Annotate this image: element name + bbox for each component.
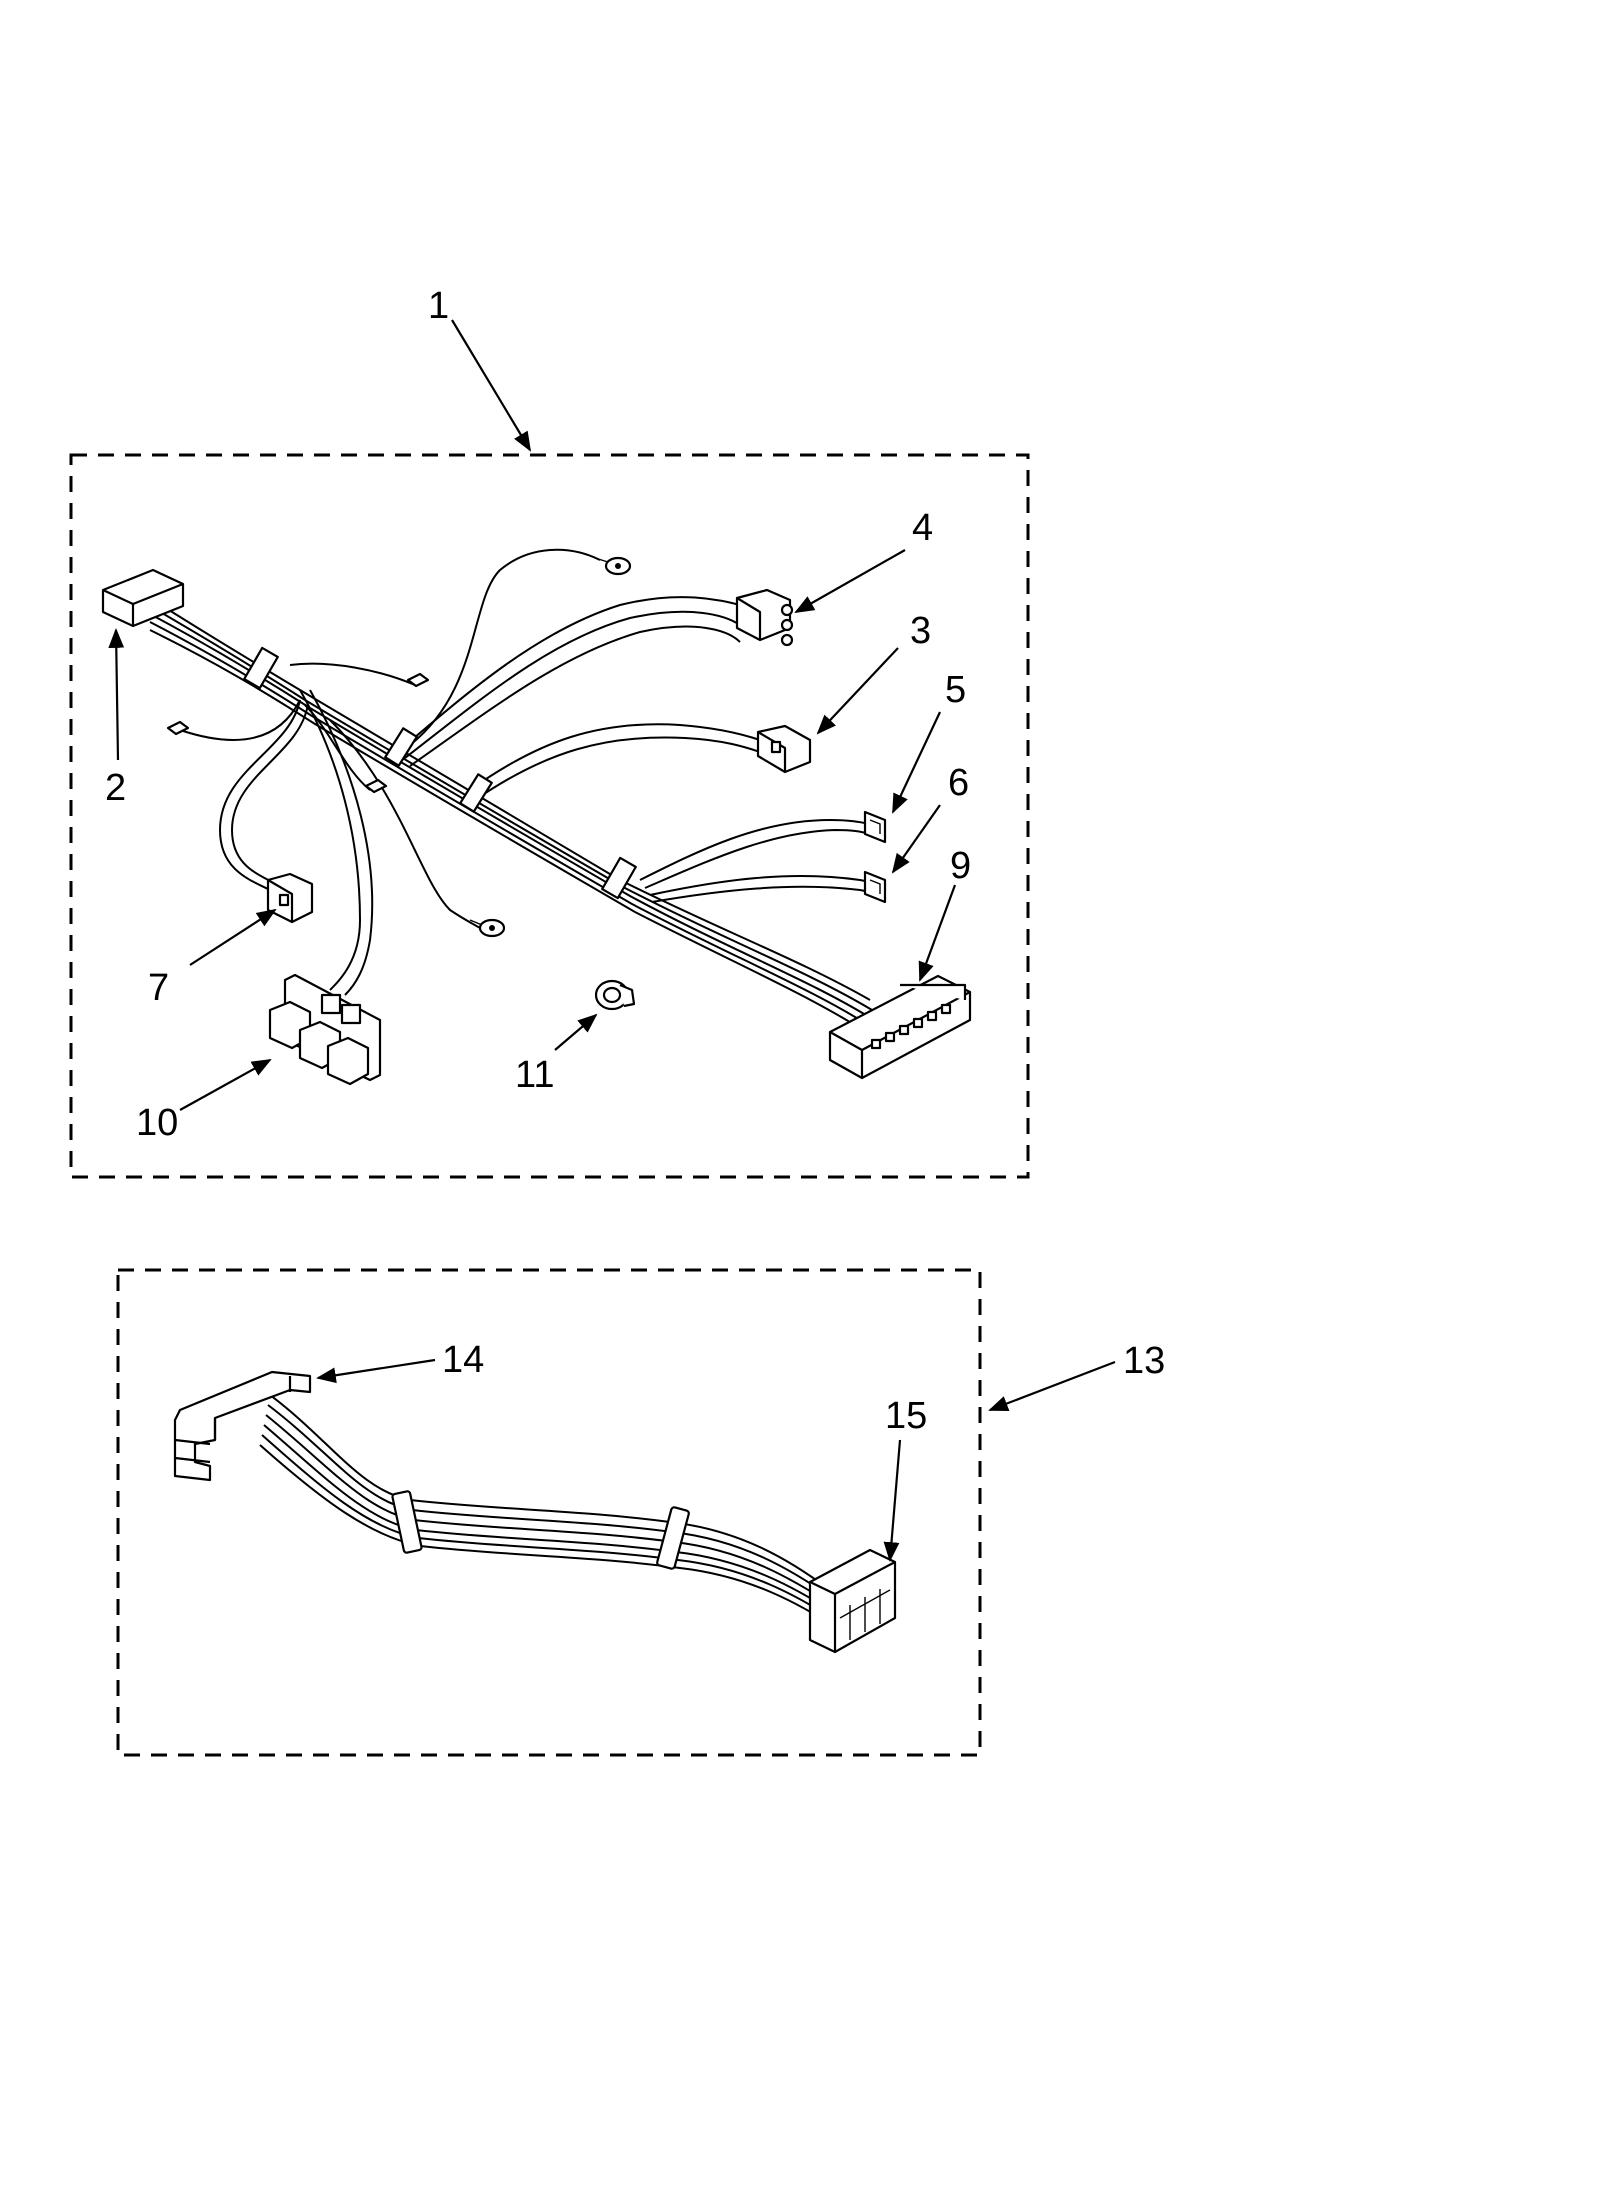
callout-11: 11 — [515, 1054, 554, 1096]
leader-lines — [108, 319, 1116, 1562]
assembly-1-boundary — [69, 453, 1030, 1179]
connector-part-15 — [808, 1548, 897, 1654]
cable-tie — [601, 856, 637, 900]
jumper-wires — [259, 1394, 841, 1631]
assembly-13-boundary — [116, 1268, 982, 1757]
cable-tie — [384, 727, 418, 767]
connector-part-3 — [756, 724, 812, 774]
connector-part-14 — [173, 1370, 312, 1482]
switch-block-part-10 — [268, 973, 382, 1086]
ground-ring-terminal — [594, 556, 632, 576]
cable-tie — [243, 646, 279, 690]
callout-9: 9 — [950, 845, 971, 887]
connector-9-pins — [870, 1003, 952, 1050]
spade-terminal — [166, 720, 190, 736]
connector-part-9 — [828, 974, 972, 1080]
callout-6: 6 — [948, 762, 969, 804]
cable-tie — [391, 1490, 423, 1554]
connector-part-2 — [101, 568, 185, 628]
connector-part-6 — [863, 870, 887, 904]
callout-7: 7 — [148, 967, 169, 1009]
callout-2: 2 — [105, 767, 126, 809]
spade-terminal — [364, 778, 388, 794]
cable-tie — [656, 1506, 690, 1570]
connector-part-4 — [735, 588, 794, 647]
connector-part-7 — [266, 872, 314, 924]
callout-5: 5 — [945, 669, 966, 711]
callout-numbers: 1 2 3 4 5 6 7 9 10 11 13 14 15 — [105, 285, 1165, 1437]
callout-1: 1 — [428, 285, 449, 327]
callout-14: 14 — [442, 1339, 484, 1381]
callout-15: 15 — [885, 1395, 927, 1437]
callout-3: 3 — [910, 610, 931, 652]
connector-part-5 — [863, 810, 887, 844]
spade-terminal — [406, 672, 430, 688]
callout-4: 4 — [912, 507, 933, 549]
main-wire-harness — [149, 548, 879, 1041]
jumper-harness — [259, 1394, 841, 1631]
wire-clip-part-11 — [594, 979, 636, 1011]
callout-10: 10 — [136, 1102, 178, 1144]
cable-tie — [459, 773, 493, 813]
ground-ring-terminal — [469, 918, 506, 938]
callout-13: 13 — [1123, 1340, 1165, 1382]
